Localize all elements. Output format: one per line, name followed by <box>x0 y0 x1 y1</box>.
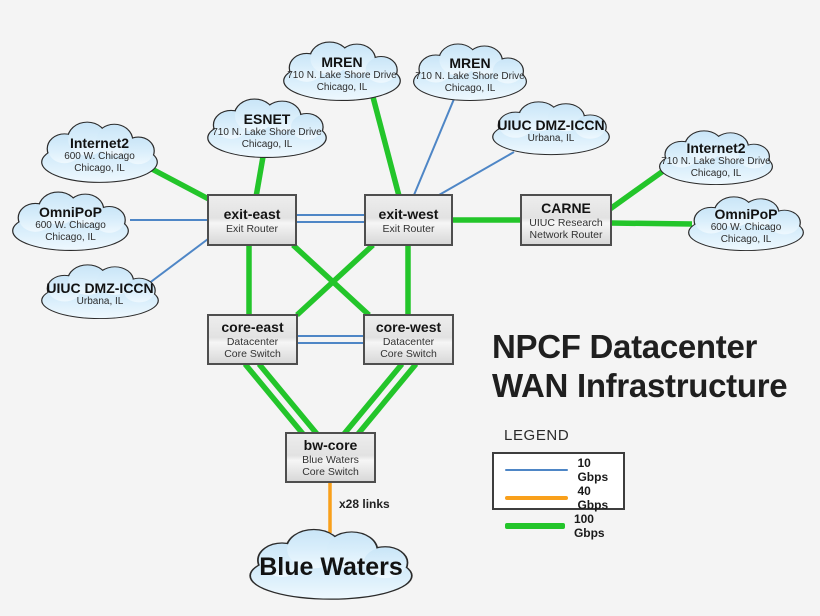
node-subtitle: Blue Waters <box>302 454 359 466</box>
link-carne-to-internet2-right <box>608 166 668 212</box>
link-core-west-to-bw-core <box>341 362 405 436</box>
link-count-label: x28 links <box>339 497 390 511</box>
cloud-name: OmniPoP <box>714 206 778 222</box>
cloud-city: Urbana, IL <box>76 296 124 307</box>
cloud-city: Chicago, IL <box>45 231 96 243</box>
legend-line-swatch-40gbps <box>505 496 569 500</box>
link-uiuc-dmz-right-to-exit-west <box>438 151 515 196</box>
node-title: exit-west <box>378 205 439 222</box>
cloud-name: Internet2 <box>686 140 746 156</box>
cloud-address: 710 N. Lake Shore Drive <box>212 126 322 138</box>
cloud-city: Urbana, IL <box>527 132 575 144</box>
node-subtitle: Core Switch <box>302 466 359 478</box>
legend: 10 Gbps 40 Gbps 100 Gbps <box>492 452 625 540</box>
node-subtitle: Exit Router <box>226 222 278 235</box>
cloud-address: 600 W. Chicago <box>35 219 106 231</box>
node-subtitle: Exit Router <box>382 222 435 235</box>
title-line-1: NPCF Datacenter <box>492 328 758 365</box>
node-subtitle: Core Switch <box>380 348 437 360</box>
node-title: CARNE <box>541 199 591 216</box>
cloud-address: 600 W. Chicago <box>710 222 782 233</box>
node-subtitle: Datacenter <box>382 336 435 348</box>
legend-heading: LEGEND <box>504 427 570 444</box>
link-core-west-to-bw-core <box>355 362 419 436</box>
node-subtitle: Datacenter <box>226 336 279 348</box>
legend-line-swatch-100gbps <box>505 523 565 529</box>
link-core-east-to-bw-core <box>256 362 320 436</box>
node-subtitle: UIUC Research <box>529 216 603 229</box>
node-bw-core-switch: bw-core Blue Waters Core Switch <box>285 432 376 483</box>
link-uiuc-dmz-left-to-exit-east <box>147 238 209 285</box>
legend-item-label: 10 Gbps <box>577 456 609 484</box>
node-subtitle: Core Switch <box>224 348 281 360</box>
cloud-address: 710 N. Lake Shore Drive <box>661 156 771 167</box>
cloud-city: Chicago, IL <box>316 81 368 93</box>
cloud-name: UIUC DMZ-ICCN <box>497 116 605 133</box>
legend-item-label: 100 Gbps <box>573 512 605 540</box>
cloud-name: OmniPoP <box>38 203 102 220</box>
cloud-city: Chicago, IL <box>720 234 772 245</box>
cloud-name: UIUC DMZ-ICCN <box>46 280 154 296</box>
cloud-address: 710 N. Lake Shore Drive <box>287 69 397 81</box>
node-title: bw-core <box>303 437 358 453</box>
cloud-blue-waters: Blue Waters <box>245 527 417 601</box>
cloud-city: Chicago, IL <box>74 162 125 174</box>
cloud-address: 600 W. Chicago <box>64 150 135 162</box>
node-title: core-east <box>221 319 284 335</box>
node-title: core-west <box>375 319 442 335</box>
cloud-address: 710 N. Lake Shore Drive <box>415 70 525 82</box>
link-core-east-to-bw-core <box>242 362 306 436</box>
node-core-east-switch: core-east Datacenter Core Switch <box>207 314 298 365</box>
link-esnet-to-exit-east <box>253 150 267 198</box>
node-carne-router: CARNE UIUC Research Network Router <box>520 194 612 246</box>
link-mren-left-to-exit-west <box>370 96 402 197</box>
legend-item-100gbps: 100 Gbps <box>494 512 623 540</box>
node-subtitle: Network Router <box>529 228 603 241</box>
node-core-west-switch: core-west Datacenter Core Switch <box>363 314 454 365</box>
link-carne-to-omnipop-right <box>609 220 693 227</box>
node-exit-west-router: exit-west Exit Router <box>364 194 453 246</box>
cloud-name: MREN <box>321 53 363 70</box>
cloud-name: ESNET <box>243 110 291 127</box>
legend-line-swatch-10gbps <box>505 469 569 471</box>
node-exit-east-router: exit-east Exit Router <box>207 194 297 246</box>
node-title: exit-east <box>223 205 281 222</box>
cloud-city: Chicago, IL <box>690 168 742 179</box>
cloud-city: Chicago, IL <box>444 82 496 94</box>
link-mren-right-to-exit-west <box>413 98 455 196</box>
cloud-city: Chicago, IL <box>241 138 293 150</box>
legend-item-10gbps: 10 Gbps <box>494 456 623 484</box>
cloud-name: Blue Waters <box>259 552 403 581</box>
link-exit-west-to-core-east <box>295 242 375 318</box>
legend-item-label: 40 Gbps <box>577 484 609 512</box>
cloud-name: Internet2 <box>69 134 130 151</box>
title-line-2: WAN Infrastructure <box>492 367 788 404</box>
legend-item-40gbps: 40 Gbps <box>494 484 623 512</box>
cloud-name: MREN <box>449 54 491 71</box>
page-title: NPCF Datacenter WAN Infrastructure <box>492 327 788 405</box>
